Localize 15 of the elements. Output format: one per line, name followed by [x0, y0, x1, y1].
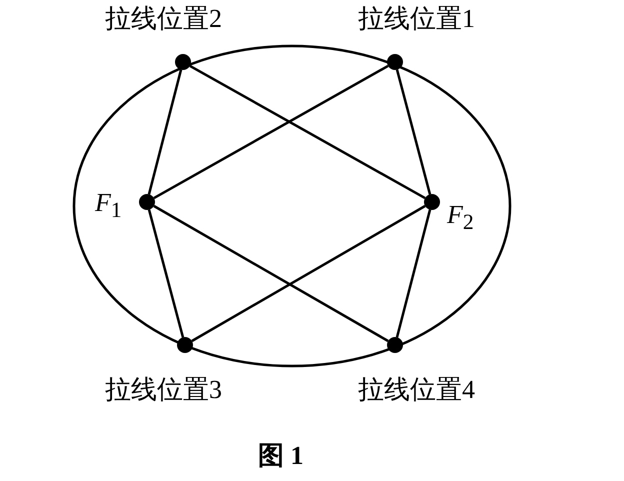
line-segment	[396, 69, 432, 195]
point-label: F$_{1}$	[95, 188, 122, 224]
line-segment	[153, 204, 389, 342]
line-segment	[153, 64, 389, 200]
line-segment	[189, 64, 426, 200]
line-segment	[396, 209, 432, 338]
point-label: 拉线位置1	[358, 4, 475, 34]
point-label: 拉线位置2	[105, 4, 222, 34]
point-label: 拉线位置4	[358, 375, 475, 405]
line-segment	[148, 209, 184, 338]
line-segment	[148, 69, 182, 195]
figure-caption: 图 1	[258, 440, 304, 472]
point-label: 拉线位置3	[105, 375, 222, 405]
point-label: F$_{2}$	[447, 200, 474, 236]
line-segment	[191, 204, 426, 342]
